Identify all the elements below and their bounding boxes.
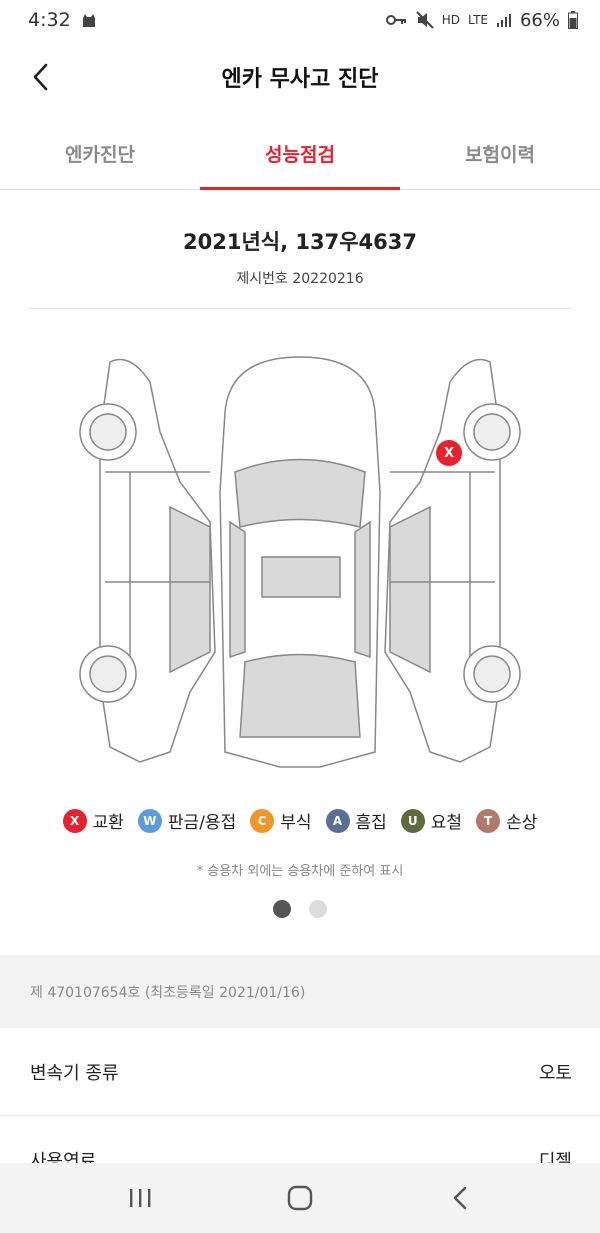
legend-label: 판금/용접 <box>167 813 237 833</box>
tab-bar: 엔카진단 성능점검 보험이력 <box>0 118 600 190</box>
legend-badge-c: C <box>250 808 275 833</box>
legend-item-dent: U 요철 <box>400 808 463 833</box>
legend-item-sheet-metal: W 판금/용접 <box>137 808 237 833</box>
legend-label: 흠집 <box>355 813 387 833</box>
status-left: 4:32 <box>28 9 97 31</box>
legend-item-damage: T 손상 <box>476 808 537 833</box>
legend-badge-u: U <box>400 808 425 833</box>
registration-info: 제 470107654호 (최초등록일 2021/01/16) <box>0 955 600 1028</box>
mute-icon <box>416 11 434 29</box>
wheel-right-front <box>463 403 521 461</box>
wheel-right-rear <box>463 645 521 703</box>
pager-dot-1[interactable] <box>273 900 291 918</box>
signal-icon <box>496 14 511 27</box>
recent-apps-button[interactable] <box>110 1178 170 1218</box>
car-damage-diagram <box>79 356 521 768</box>
legend-badge-a: A <box>325 808 350 833</box>
pager-dot-2[interactable] <box>309 900 327 918</box>
legend-badge-w: W <box>137 808 162 833</box>
battery-percent: 66% <box>519 9 560 31</box>
legend-item-exchange: X 교환 <box>62 808 124 833</box>
legend-label: 요철 <box>430 813 463 833</box>
recent-apps-icon <box>130 1189 151 1207</box>
system-nav-bar <box>0 1163 600 1233</box>
hd-indicator: HD <box>441 13 461 27</box>
tab-insurance-history[interactable]: 보험이력 <box>465 144 535 166</box>
legend-item-corrosion: C 부식 <box>250 808 312 833</box>
chevron-left-icon <box>33 63 48 91</box>
legend-badge-x: X <box>62 808 87 833</box>
page-title: 엔카 무사고 진단 <box>221 67 379 92</box>
spec-row-transmission: 변속기 종류 오토 <box>0 1028 600 1116</box>
back-button[interactable] <box>26 62 56 92</box>
spec-label: 변속기 종류 <box>30 1062 119 1084</box>
home-icon <box>287 1185 313 1211</box>
home-button[interactable] <box>270 1178 330 1218</box>
back-arrow-icon <box>453 1186 467 1210</box>
key-icon <box>385 15 406 25</box>
tab-performance-check[interactable]: 성능점검 <box>200 118 400 190</box>
damage-legend: X 교환 W 판금/용접 C 부식 A 흠집 U 요철 T 손상 <box>0 808 600 833</box>
divider <box>28 308 572 309</box>
tab-encar-diagnosis[interactable]: 엔카진단 <box>65 144 135 166</box>
legend-item-scratch: A 흠집 <box>325 808 387 833</box>
battery-charging-icon <box>568 11 578 29</box>
damage-marker-exchange[interactable]: X <box>436 440 462 466</box>
status-bar: 4:32 HD LTE 66% <box>0 0 600 40</box>
app-header: 엔카 무사고 진단 <box>0 40 600 114</box>
status-right: HD LTE 66% <box>385 9 578 31</box>
diagram-pager <box>0 900 600 918</box>
spec-value: 오토 <box>538 1062 572 1084</box>
legend-label: 손상 <box>506 813 538 833</box>
cat-notification-icon <box>82 14 95 27</box>
lte-indicator: LTE <box>468 13 488 27</box>
car-info: 2021년식, 137우4637 제시번호 20220216 <box>0 226 600 288</box>
legend-label: 교환 <box>92 813 124 833</box>
system-back-button[interactable] <box>430 1178 490 1218</box>
status-time: 4:32 <box>28 9 71 31</box>
diagram-note: * 승용차 외에는 승용차에 준하여 표시 <box>196 864 404 879</box>
car-title: 2021년식, 137우4637 <box>183 230 417 254</box>
wheel-left-rear <box>79 645 137 703</box>
car-top-view <box>219 356 381 768</box>
wheel-left-front <box>79 403 137 461</box>
listing-number: 제시번호 20220216 <box>236 271 364 287</box>
legend-label: 부식 <box>280 813 312 833</box>
legend-badge-t: T <box>476 808 501 833</box>
